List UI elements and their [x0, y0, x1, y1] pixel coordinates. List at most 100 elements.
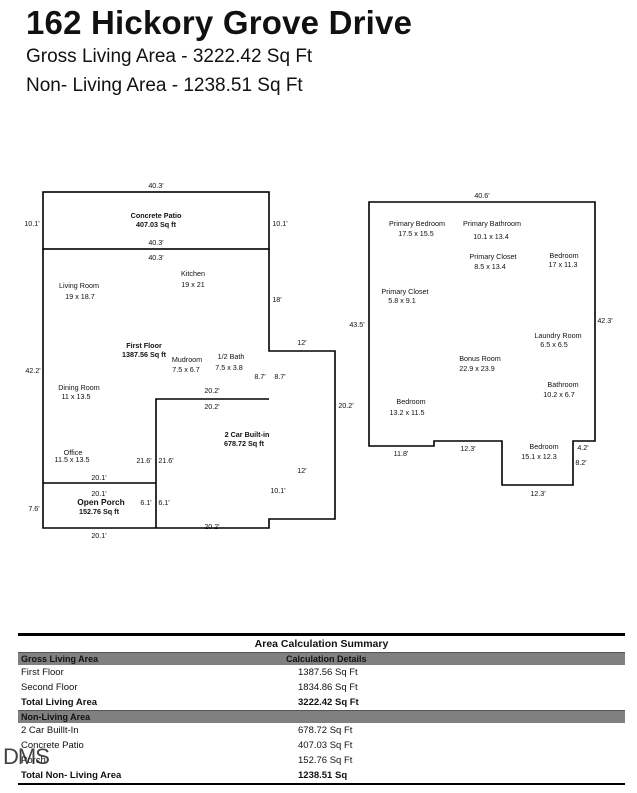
- summary-title: Area Calculation Summary: [254, 638, 389, 650]
- row-label: 2 Car Buillt-In: [21, 725, 79, 736]
- dim-label: 8.7': [274, 372, 286, 381]
- dim-label: 6.1': [158, 498, 170, 507]
- page-title: 162 Hickory Grove Drive: [26, 4, 413, 41]
- dim-label: 21.6': [158, 456, 174, 465]
- row-value: 3222.42 Sq Ft: [298, 697, 359, 708]
- dim-label: 4.2': [577, 443, 589, 452]
- room-size: 17 x 11.3: [548, 260, 577, 269]
- row-label: First Floor: [21, 667, 64, 678]
- dim-label: 21.6': [136, 456, 152, 465]
- row-label: Porch: [21, 755, 46, 766]
- row-label: Total Living Area: [21, 697, 98, 708]
- gross-living-section-header: Gross Living Area Calculation Details: [18, 652, 625, 665]
- area-summary-table: Area Calculation Summary Gross Living Ar…: [18, 633, 625, 785]
- dim-label: 10.1': [24, 219, 40, 228]
- room-size: 5.8 x 9.1: [388, 296, 416, 305]
- room-name: Living Room: [59, 281, 99, 290]
- row-value: 1834.86 Sq Ft: [298, 682, 358, 693]
- dim-label: 20.1': [91, 473, 107, 482]
- patio-area: 407.03 Sq ft: [136, 220, 177, 229]
- garage-area: 678.72 Sq ft: [224, 439, 265, 448]
- row-value: 678.72 Sq Ft: [298, 725, 353, 736]
- row-label: Total Non- Living Area: [21, 770, 122, 781]
- dim-label: 40.3': [148, 238, 164, 247]
- dim-label: 43.5': [349, 320, 365, 329]
- room-name: Kitchen: [181, 269, 205, 278]
- dim-label: 8.7': [254, 372, 266, 381]
- row-value: 407.03 Sq Ft: [298, 740, 353, 751]
- dim-label: 10.1': [270, 486, 286, 495]
- room-name: Primary Closet: [469, 252, 516, 261]
- room-size: 19 x 21: [181, 280, 205, 289]
- room-size: 22.9 x 23.9: [459, 364, 495, 373]
- room-name: Mudroom: [172, 355, 202, 364]
- dim-label: 12.3': [530, 489, 546, 498]
- room-name: Laundry Room: [534, 331, 581, 340]
- dim-label: 40.3': [148, 253, 164, 262]
- room-name: Bonus Room: [459, 354, 501, 363]
- dim-label: 40.3': [148, 181, 164, 190]
- total-non-living-row: Total Non- Living Area 1238.51 Sq: [18, 768, 625, 783]
- room-size: 7.5 x 6.7: [172, 365, 200, 374]
- row-value: 1387.56 Sq Ft: [298, 667, 358, 678]
- dim-label: 7.6': [28, 504, 40, 513]
- room-size: 10.1 x 13.4: [473, 232, 509, 241]
- room-name: Primary Bathroom: [463, 219, 521, 228]
- dim-label: 42.3': [597, 316, 613, 325]
- dim-label: 12.3': [460, 444, 476, 453]
- room-name: Bedroom: [396, 397, 425, 406]
- room-name: Bedroom: [529, 442, 558, 451]
- room-size: 13.2 x 11.5: [389, 408, 424, 417]
- room-name: Primary Bedroom: [389, 219, 445, 228]
- gross-living-header: Gross Living Area: [21, 654, 99, 664]
- room-name: 1/2 Bath: [218, 352, 245, 361]
- room-size: 6.5 x 6.5: [540, 340, 568, 349]
- table-row: First Floor 1387.56 Sq Ft: [18, 665, 625, 680]
- row-label: Second Floor: [21, 682, 78, 693]
- first-floor-area: 1387.56 Sq ft: [122, 350, 167, 359]
- calc-details-header: Calculation Details: [286, 654, 367, 664]
- dim-label: 12': [297, 466, 307, 475]
- room-size: 10.2 x 6.7: [543, 390, 575, 399]
- dim-label: 8.2': [575, 458, 587, 467]
- porch-name: Open Porch: [77, 497, 124, 507]
- first-floor-name: First Floor: [126, 341, 162, 350]
- room-name: Dining Room: [58, 383, 100, 392]
- dim-label: 10.1': [272, 219, 288, 228]
- dim-label: 20.1': [91, 489, 107, 498]
- dim-label: 20.2': [204, 402, 220, 411]
- patio-outline: [42, 191, 270, 250]
- gross-living-subtitle: Gross Living Area - 3222.42 Sq Ft: [26, 46, 313, 67]
- non-living-section-header: Non-Living Area: [18, 710, 625, 723]
- first-floor-outline: [42, 249, 336, 529]
- patio-name: Concrete Patio: [131, 211, 182, 220]
- room-size: 11 x 13.5: [61, 392, 90, 401]
- room-size: 8.5 x 13.4: [474, 262, 506, 271]
- room-size: 17.5 x 15.5: [398, 229, 434, 238]
- row-value: 152.76 Sq Ft: [298, 755, 353, 766]
- room-size: 19 x 18.7: [65, 292, 95, 301]
- row-value: 1238.51 Sq: [298, 770, 348, 781]
- non-living-subtitle: Non- Living Area - 1238.51 Sq Ft: [26, 75, 303, 96]
- dim-label: 20.1': [91, 531, 107, 540]
- non-living-header: Non-Living Area: [21, 712, 91, 722]
- dim-label: 6.1': [140, 498, 152, 507]
- second-floor-outline: [368, 201, 596, 486]
- dim-label: 12': [297, 338, 307, 347]
- row-label: Concrete Patio: [21, 740, 84, 751]
- garage-divider: [155, 398, 269, 528]
- dim-label: 20.2': [204, 522, 220, 531]
- dim-label: 40.6': [474, 191, 490, 200]
- porch-area: 152.76 Sq ft: [79, 507, 120, 516]
- room-name: Office: [64, 448, 83, 457]
- dim-label: 20.2': [204, 386, 220, 395]
- room-name: Primary Closet: [381, 287, 428, 296]
- room-size: 15.1 x 12.3: [521, 452, 557, 461]
- table-row: Porch 152.76 Sq Ft: [18, 753, 625, 768]
- table-row: Concrete Patio 407.03 Sq Ft: [18, 738, 625, 753]
- room-name: Bedroom: [549, 251, 578, 260]
- room-size: 7.5 x 3.8: [215, 363, 243, 372]
- floor-plan: 40.3' 10.1' 10.1' 40.3' 40.3' 42.2' 18' …: [24, 181, 613, 540]
- watermark-logo: DMS: [3, 744, 50, 769]
- dim-label: 18': [272, 295, 282, 304]
